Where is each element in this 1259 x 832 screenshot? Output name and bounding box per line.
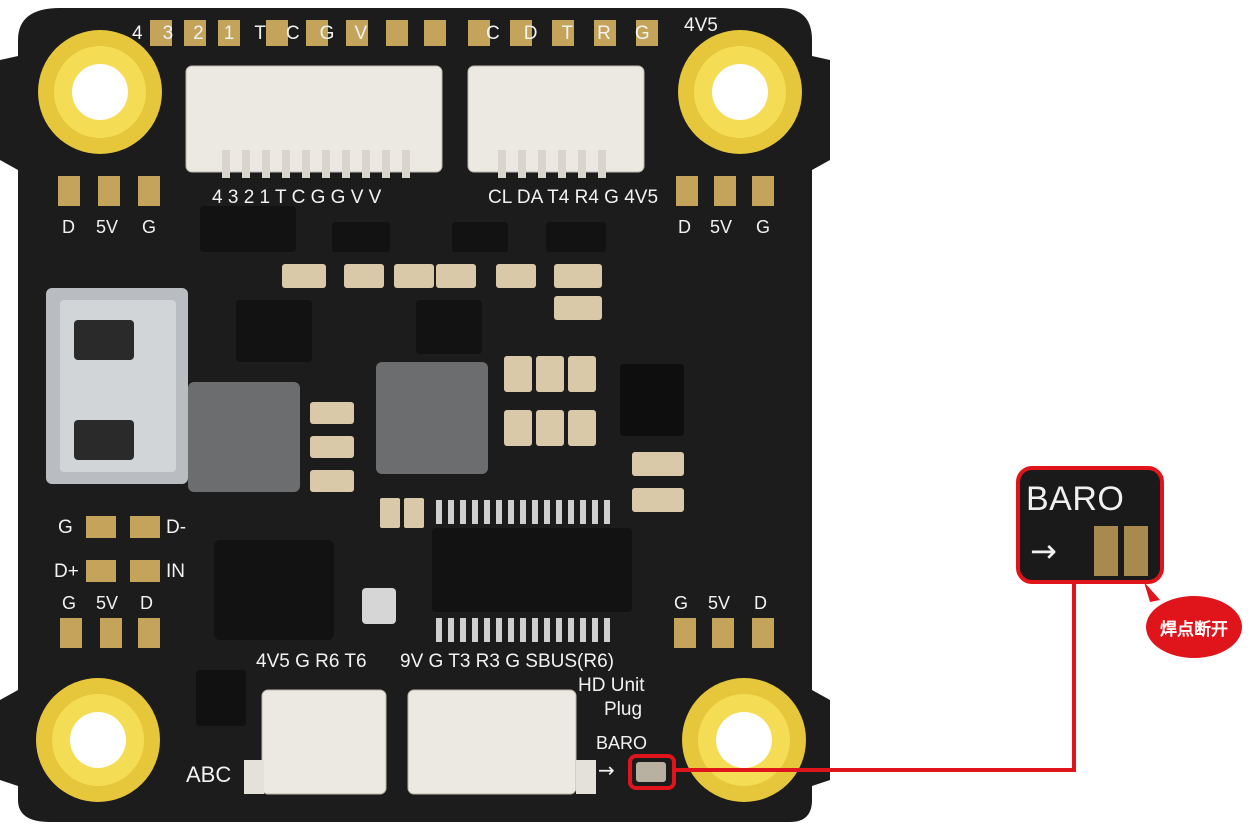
pad-label-dminus: D-	[166, 517, 187, 538]
callout-line-horizontal	[676, 768, 1076, 772]
connector-bottom-right-label: 9V G T3 R3 G SBUS(R6)	[400, 651, 614, 672]
header-pin-g: G	[319, 23, 355, 44]
pad-label-5v-top-right: 5V	[710, 217, 733, 237]
zoom-baro-title: BARO	[1026, 480, 1125, 518]
standoff-bottom-left	[36, 678, 160, 802]
header-pin-g2: G	[634, 23, 674, 44]
baro-arrow: →	[598, 758, 615, 782]
pad-label-in: IN	[166, 561, 185, 582]
pad-label-g-bottom-left: G	[62, 593, 77, 613]
header-pin-4: 4	[132, 23, 163, 44]
pad-label-5v-bottom-right: 5V	[708, 593, 731, 613]
pad-label-d-bottom-right: D	[754, 593, 767, 613]
header-pin-t2: T	[561, 23, 598, 44]
pad-label-d-bottom-left: D	[140, 593, 153, 613]
header-pin-2: 2	[193, 23, 224, 44]
header-pin-r: R	[597, 23, 635, 44]
header-pin-v: V	[354, 23, 388, 44]
baro-zoom-inset: BARO →	[1016, 466, 1164, 584]
solder-open-callout: 焊点断开	[1146, 596, 1242, 658]
flight-controller-board	[0, 8, 830, 822]
pad-label-g-top-left: G	[142, 217, 157, 237]
pad-label-d-top-left: D	[62, 217, 75, 237]
header-4v5-label: 4V5	[684, 15, 718, 36]
hd-unit-label: HD Unit	[578, 675, 645, 696]
bubble-pointer	[1144, 582, 1160, 602]
baro-label: BARO	[596, 733, 648, 753]
standoff-bottom-right	[682, 678, 806, 802]
pad-label-g-top-right: G	[756, 217, 771, 237]
pad-label-d-top-right: D	[678, 217, 691, 237]
top-left-header-labels: 4321TCGV	[132, 24, 387, 43]
top-right-header-labels: CDTRG	[486, 24, 674, 43]
header-pin-t: T	[254, 23, 286, 44]
header-pin-d: D	[523, 23, 562, 44]
pad-label-g-bottom-right: G	[674, 593, 689, 613]
abc-label: ABC	[186, 762, 232, 787]
baro-pad-highlight	[628, 754, 676, 790]
header-pin-c: C	[285, 23, 320, 44]
header-pin-1: 1	[223, 23, 255, 44]
pad-label-g-usb: G	[58, 517, 73, 538]
pad-label-dplus: D+	[54, 561, 79, 582]
zoom-arrow-icon: →	[1030, 532, 1057, 570]
header-pin-3: 3	[162, 23, 194, 44]
connector-bottom-left-label: 4V5 G R6 T6	[256, 651, 367, 672]
pad-label-5v-bottom-left: 5V	[96, 593, 119, 613]
hd-plug-label: Plug	[604, 699, 643, 720]
header-pin-c2: C	[486, 23, 524, 44]
zoom-pad-right	[1124, 526, 1148, 576]
standoff-top-left	[38, 30, 162, 154]
standoff-top-right	[678, 30, 802, 154]
connector-right-label: CL DA T4 R4 G 4V5	[488, 187, 659, 208]
callout-line-vertical	[1072, 584, 1076, 772]
pad-label-5v-top-left: 5V	[96, 217, 119, 237]
connector-left-label: 4 3 2 1 T C G G V V	[212, 187, 382, 208]
zoom-pad-left	[1094, 526, 1118, 576]
